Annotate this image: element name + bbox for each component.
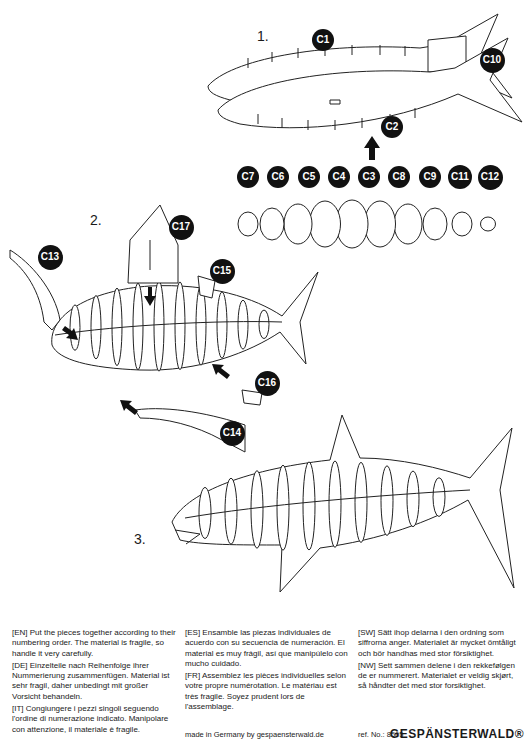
callout-circle: C12 [478, 165, 503, 190]
brand-logo: GESPÄNSTERWALD® [390, 727, 524, 741]
callout-circle: C14 [220, 421, 245, 446]
callout-circle: C13 [38, 245, 63, 270]
callout-number: C13 [41, 252, 59, 262]
side-halves [208, 14, 522, 160]
rib-outline [199, 487, 211, 538]
rib-outline [423, 208, 447, 240]
callout-circle: C16 [255, 371, 280, 396]
callout-number: C9 [424, 172, 437, 182]
rib-outline [260, 208, 284, 240]
finished-shark [172, 415, 514, 592]
callout-circle: C5 [298, 166, 320, 188]
callout-circle: C3 [358, 166, 380, 188]
callout-circle: C4 [328, 166, 350, 188]
callout-number: C4 [333, 172, 346, 182]
instruction-column: [ES] Ensamble las piezas individuales de… [185, 628, 350, 714]
callout-number: C15 [213, 266, 231, 276]
callout-number: C16 [258, 378, 276, 388]
rib-pieces [238, 200, 496, 248]
callout-number: C17 [172, 222, 190, 232]
callout-number: C12 [481, 172, 499, 182]
callout-circle: C8 [388, 166, 410, 188]
callout-number: C3 [363, 172, 376, 182]
rib-outline [196, 286, 206, 365]
rib-outline [407, 471, 419, 526]
instruction-text: [DE] Einzelteile nach Reihenfolge ihrer … [12, 661, 177, 702]
step-number: 3. [134, 531, 146, 547]
callout-circle: C6 [267, 166, 289, 188]
rib-outline [251, 471, 263, 548]
instruction-text: [ES] Ensamble las piezas individuales de… [185, 628, 350, 669]
rib-outline [381, 466, 393, 536]
rib-outline [259, 310, 269, 339]
footer-note: made in Germany by gespaensterwald.de [185, 730, 324, 739]
callout-circle: C2 [381, 116, 403, 138]
callout-number: C1 [317, 35, 330, 45]
rib-outline [310, 201, 341, 247]
instruction-text: [IT] Congiungere i pezzi singoli seguend… [12, 704, 177, 735]
rib-outline [394, 204, 422, 244]
step-number: 1. [257, 28, 269, 44]
rib-outline [70, 305, 80, 350]
callout-number: C6 [272, 172, 285, 182]
rib-outline [238, 212, 258, 236]
rib-outline [284, 204, 312, 244]
rib-outline [277, 465, 289, 550]
rib-outline [452, 212, 472, 236]
rib-outline [175, 282, 185, 370]
instruction-column: [EN] Put the pieces together according t… [12, 628, 177, 737]
shark-frame [10, 205, 318, 452]
callout-number: C2 [386, 122, 399, 132]
rib-outline [238, 300, 248, 349]
rib-outline [91, 296, 101, 359]
instruction-text: [EN] Put the pieces together according t… [12, 628, 177, 659]
instruction-text: [FR] Assemblez les pièces individuelles … [185, 671, 350, 712]
callout-number: C10 [483, 55, 501, 65]
callout-circle: C1 [312, 29, 334, 51]
rib-outline [365, 201, 396, 247]
instruction-column: [SW] Sätt ihop delarna i den ordning som… [358, 628, 518, 694]
callout-number: C8 [393, 172, 406, 182]
rib-outline [112, 288, 122, 365]
instruction-text: [SW] Sätt ihop delarna i den ordning som… [358, 628, 518, 659]
callout-circle: C15 [210, 259, 235, 284]
rib-outline [433, 478, 445, 517]
callout-number: C7 [242, 172, 255, 182]
callout-circle: C10 [480, 48, 505, 73]
step-number: 2. [90, 212, 102, 228]
callout-number: C5 [303, 172, 316, 182]
instruction-text: [NW] Sett sammen delene i den rekkefølge… [358, 661, 518, 692]
rib-outline [217, 292, 227, 358]
callout-number: C11 [451, 172, 469, 182]
callout-circle: C17 [169, 215, 194, 240]
callout-number: C14 [223, 428, 241, 438]
rib-outline [303, 462, 315, 550]
rib-outline [355, 462, 367, 542]
callout-circle: C7 [237, 166, 259, 188]
callout-circle: C9 [419, 166, 441, 188]
rib-outline [154, 281, 164, 371]
callout-circle: C11 [448, 165, 472, 189]
rib-outline [329, 461, 341, 547]
rib-outline [481, 217, 496, 231]
